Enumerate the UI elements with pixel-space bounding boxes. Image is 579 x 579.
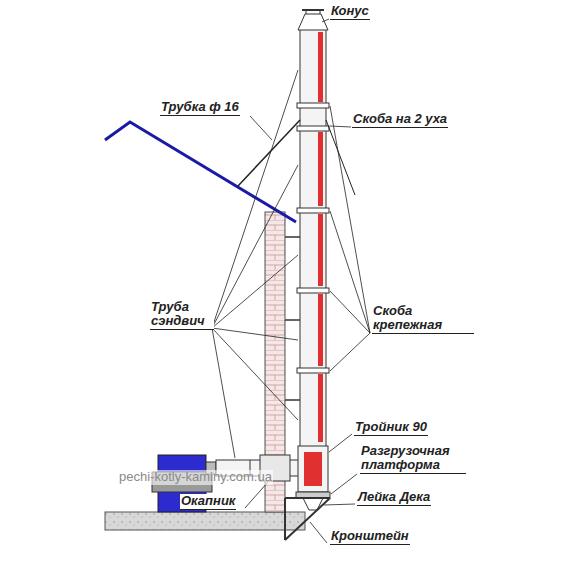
part-label: Тройник 90 bbox=[354, 420, 428, 436]
part-label: Разгрузочная платформа bbox=[360, 444, 466, 474]
part-label: Лейка Дека bbox=[357, 490, 431, 506]
sandwich-pipe bbox=[296, 10, 330, 510]
part-label: Трубка ф 16 bbox=[160, 100, 240, 116]
support-rod bbox=[326, 120, 355, 195]
part-label: Скоба на 2 уха bbox=[352, 112, 448, 128]
part-label: Окапник bbox=[180, 494, 236, 510]
part-label: Скоба крепежная bbox=[372, 304, 474, 334]
leader-lines bbox=[212, 19, 370, 543]
part-label: Труба сэндвич bbox=[150, 300, 214, 330]
part-label: Кронштейн bbox=[330, 529, 410, 545]
part-label: Конус bbox=[330, 4, 370, 20]
wall-clamps bbox=[285, 237, 300, 400]
watermark: pechi-kotly-kaminy.com.ua bbox=[118, 470, 273, 485]
floor-slab bbox=[105, 512, 305, 530]
roof bbox=[105, 122, 296, 222]
support-bracket bbox=[285, 498, 330, 540]
support-rod bbox=[238, 120, 300, 186]
